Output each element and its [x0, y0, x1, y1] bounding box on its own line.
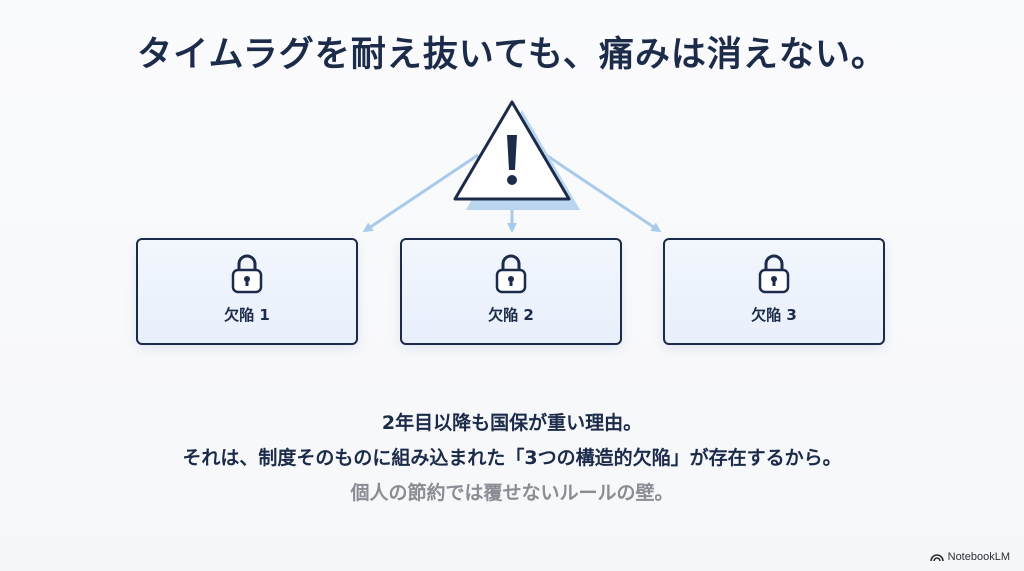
lock-icon — [231, 254, 263, 294]
defect-card-3: 欠陥 3 — [663, 238, 885, 345]
defect-card-1: 欠陥 1 — [136, 238, 358, 345]
arrow-to-card-1 — [362, 153, 479, 233]
slide-title: タイムラグを耐え抜いても、痛みは消えない。 — [137, 35, 887, 75]
defect-label: 欠陥 3 — [751, 306, 797, 324]
body-line-2: それは、制度そのものに組み込まれた「3つの構造的欠陥」が存在するから。 — [182, 447, 842, 469]
warning-diagram — [362, 100, 662, 233]
warning-icon — [453, 100, 580, 210]
defect-card-2: 欠陥 2 — [400, 238, 622, 345]
watermark-text: NotebookLM — [947, 551, 1010, 563]
notebooklm-logo-icon — [929, 554, 944, 562]
body-line-1: 2年目以降も国保が重い理由。 — [381, 412, 643, 434]
lock-icon — [758, 254, 790, 294]
arrow-to-card-3 — [545, 153, 662, 233]
defect-label: 欠陥 1 — [224, 306, 270, 324]
body-line-3: 個人の節約では覆せないルールの壁。 — [350, 482, 674, 504]
defect-label: 欠陥 2 — [488, 306, 534, 324]
notebooklm-watermark: NotebookLM — [929, 551, 1010, 563]
lock-icon — [495, 254, 527, 294]
